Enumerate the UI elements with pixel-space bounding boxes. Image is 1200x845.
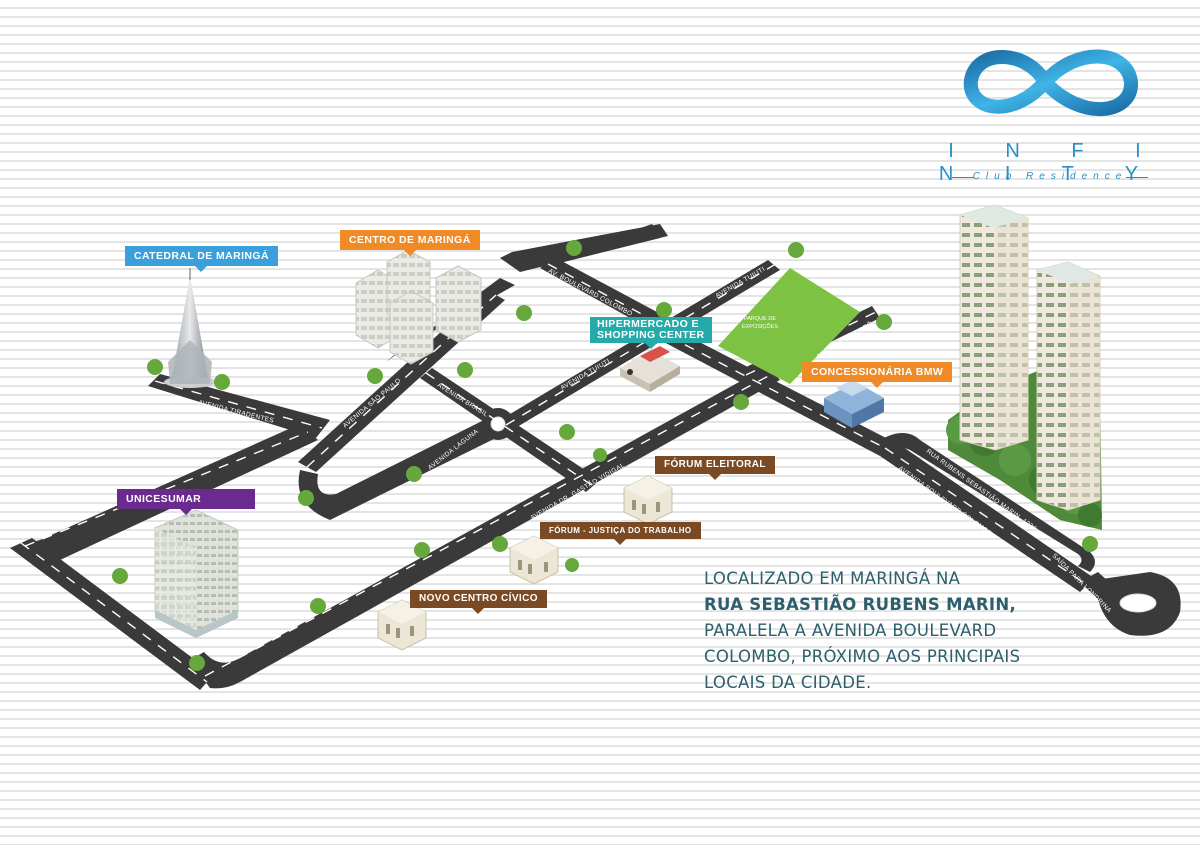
description-line-3: PARALELA A AVENIDA BOULEVARD [704, 621, 997, 640]
novo-centro-civico-icon [377, 599, 427, 651]
hipermercado-icon [620, 346, 680, 392]
description-line-2: RUA SEBASTIÃO RUBENS MARIN, [704, 595, 1017, 614]
forum-eleitoral-icon [623, 475, 673, 525]
description-line-4: COLOMBO, PRÓXIMO AOS PRINCIPAIS [704, 647, 1021, 666]
label-catedral: CATEDRAL DE MARINGÁ [125, 246, 278, 272]
label-centro: CENTRO DE MARINGÁ [340, 230, 480, 256]
description-line-5: LOCAIS DA CIDADE. [704, 673, 872, 692]
label-concessionaria: CONCESSIONÁRIA BMW [802, 362, 953, 388]
label-unicesumar: UNICESUMAR [117, 489, 255, 515]
label-novo-centro-civico: NOVO CENTRO CÍVICO [410, 590, 547, 614]
forum-trabalho-icon [509, 535, 559, 585]
infinity-logo-icon [963, 49, 1138, 116]
parque-exposicoes-area [718, 268, 860, 384]
trees [112, 240, 1098, 671]
unicesumar-building-icon [154, 509, 239, 638]
centro-buildings-icon [355, 249, 482, 365]
park-label: PARQUE DE [744, 316, 776, 322]
location-description: LOCALIZADO EM MARINGÁ NA RUA SEBASTIÃO R… [704, 566, 1184, 696]
brand-name: I N F I N I T Y [938, 140, 1164, 185]
label-forum-eleitoral: FÓRUM ELEITORAL [655, 456, 775, 480]
street-brasil: AVENIDA BRASIL [436, 382, 489, 419]
brand-logo: I N F I N I T Y Club Residence [910, 28, 1190, 193]
description-line-1: LOCALIZADO EM MARINGÁ NA [704, 569, 961, 588]
brand-subtitle: Club Residence [910, 171, 1190, 182]
catedral-icon [164, 268, 216, 388]
park-label-2: EXPOSIÇÕES [742, 323, 778, 330]
label-forum-trabalho: FÓRUM - JUSTIÇA DO TRABALHO [540, 522, 701, 545]
bmw-dealer-icon [824, 380, 884, 428]
infinity-towers-icon [946, 204, 1102, 530]
